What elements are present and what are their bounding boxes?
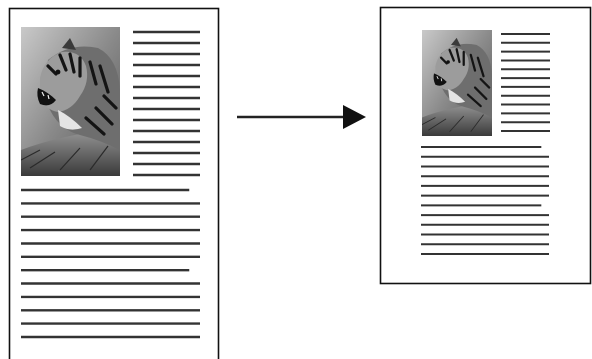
reduced-text-lines-beside-photo	[501, 33, 550, 132]
reduced-tiger-photo	[422, 30, 492, 136]
original-tiger-photo	[21, 27, 120, 176]
arrow-head	[343, 105, 366, 129]
original-text-lines-below-photo	[21, 188, 200, 339]
original-text-lines-beside-photo	[133, 30, 200, 177]
direction-arrow	[237, 105, 366, 129]
reduced-text-lines-below-photo	[421, 146, 549, 255]
original-page	[8, 7, 220, 359]
reduced-page	[379, 6, 592, 285]
